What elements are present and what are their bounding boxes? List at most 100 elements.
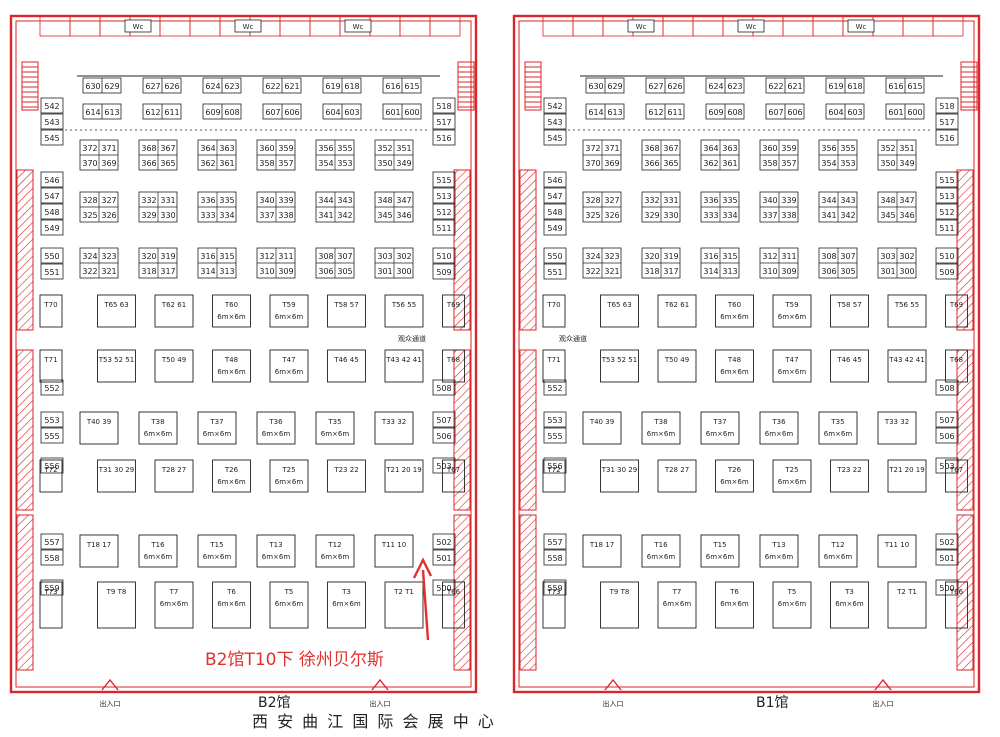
t-booth: [374, 534, 414, 568]
t-booth-size: 6m×6m: [663, 600, 692, 608]
booth-number: 516: [939, 134, 954, 143]
t-booth-label: T23 22: [333, 466, 358, 474]
booth-number: 556: [44, 462, 59, 471]
booth-number: 500: [939, 584, 954, 593]
booth-number: 501: [436, 554, 451, 563]
wall-room: [369, 15, 401, 37]
booth-number: 353: [840, 159, 855, 168]
t-booth: [715, 581, 754, 629]
booth-number: 352: [880, 144, 895, 153]
wc-room: [627, 19, 655, 33]
t-booth-size: 6m×6m: [765, 553, 794, 561]
booth-number: 368: [141, 144, 156, 153]
booth-number: 315: [722, 252, 737, 261]
booth: [40, 457, 64, 474]
hatched-wall: [16, 514, 34, 671]
booth: [432, 97, 456, 114]
booth-number: 318: [141, 267, 156, 276]
t-booth-size: 6m×6m: [720, 600, 749, 608]
t-booth: [315, 411, 355, 445]
booth-number: 307: [337, 252, 352, 261]
t-booth: [384, 294, 424, 328]
t-booth-size: 6m×6m: [275, 600, 304, 608]
booth-number: 356: [318, 144, 333, 153]
t-booth-label: T70: [43, 301, 57, 309]
wall-room: [159, 15, 191, 37]
booth: [543, 549, 567, 566]
booth: [543, 219, 567, 236]
hall-name-b2: B2馆: [258, 695, 291, 711]
booth-number: 367: [160, 144, 175, 153]
t-booth-size: 6m×6m: [706, 430, 735, 438]
booth: [935, 549, 959, 566]
booth: [40, 129, 64, 146]
booth-number: 322: [82, 267, 97, 276]
booth-number: 553: [44, 416, 59, 425]
booth: [432, 263, 456, 280]
t-booth-size: 6m×6m: [144, 553, 173, 561]
booth-number: 608: [727, 108, 742, 117]
booth-number: 305: [337, 267, 352, 276]
t-booth: [269, 294, 309, 328]
booth-number: 327: [101, 196, 116, 205]
t-booth-size: 6m×6m: [765, 430, 794, 438]
wc-room: [124, 19, 152, 33]
booth: [432, 129, 456, 146]
booth-number: 603: [847, 108, 862, 117]
t-booth: [39, 294, 63, 328]
t-booth: [154, 459, 194, 493]
t-booth: [79, 411, 119, 445]
t-booth-label: T16: [653, 541, 668, 549]
booth-number: 372: [585, 144, 600, 153]
t-booth: [97, 349, 136, 383]
booth-number: 611: [667, 108, 682, 117]
booth-number: 542: [44, 102, 59, 111]
hatched-wall: [956, 169, 974, 331]
booth-number: 371: [604, 144, 619, 153]
booth: [40, 171, 64, 188]
booth: [543, 203, 567, 220]
t-booth-label: T9 T8: [106, 588, 127, 596]
t-booth-label: T25: [281, 466, 295, 474]
wall-room: [902, 15, 934, 37]
booth: [935, 579, 959, 596]
booth-number: 317: [160, 267, 175, 276]
t-booth: [97, 459, 136, 493]
booth-number: 309: [278, 267, 293, 276]
t-booth-label: T36: [771, 418, 786, 426]
stair-frame: [21, 61, 39, 111]
t-booth-label: T13: [771, 541, 785, 549]
booth-number: 361: [219, 159, 234, 168]
entrance-label: 出入口: [873, 699, 894, 708]
wc-label: Wc: [636, 23, 647, 31]
t-booth-label: T5: [284, 588, 294, 596]
hatched-wall: [16, 349, 34, 511]
booth-number: 545: [44, 134, 59, 143]
t-booth-label: T36: [268, 418, 283, 426]
t-booth-label: T25: [784, 466, 798, 474]
booth: [935, 533, 959, 550]
booth: [543, 533, 567, 550]
wall-room: [69, 15, 101, 37]
t-booth: [600, 349, 639, 383]
booth-number: 343: [840, 196, 855, 205]
booth: [935, 457, 959, 474]
booth-number: 627: [145, 82, 160, 91]
t-booth: [887, 349, 927, 383]
booth-number: 549: [44, 224, 59, 233]
t-booth-label: T18 17: [589, 541, 614, 549]
booth-number: 503: [436, 462, 451, 471]
booth-number: 507: [939, 416, 954, 425]
booth-number: 547: [44, 192, 59, 201]
wall-room: [782, 15, 814, 37]
booth-number: 370: [585, 159, 600, 168]
t-booth: [542, 581, 566, 629]
t-booth-size: 6m×6m: [275, 313, 304, 321]
booth: [935, 411, 959, 428]
booth-number: 331: [160, 196, 175, 205]
stair-frame: [960, 61, 978, 111]
entrance-label: 出入口: [370, 699, 391, 708]
t-booth-label: T43 42 41: [385, 356, 421, 364]
booth-number: 630: [85, 82, 100, 91]
t-booth-label: T50 49: [664, 356, 689, 364]
